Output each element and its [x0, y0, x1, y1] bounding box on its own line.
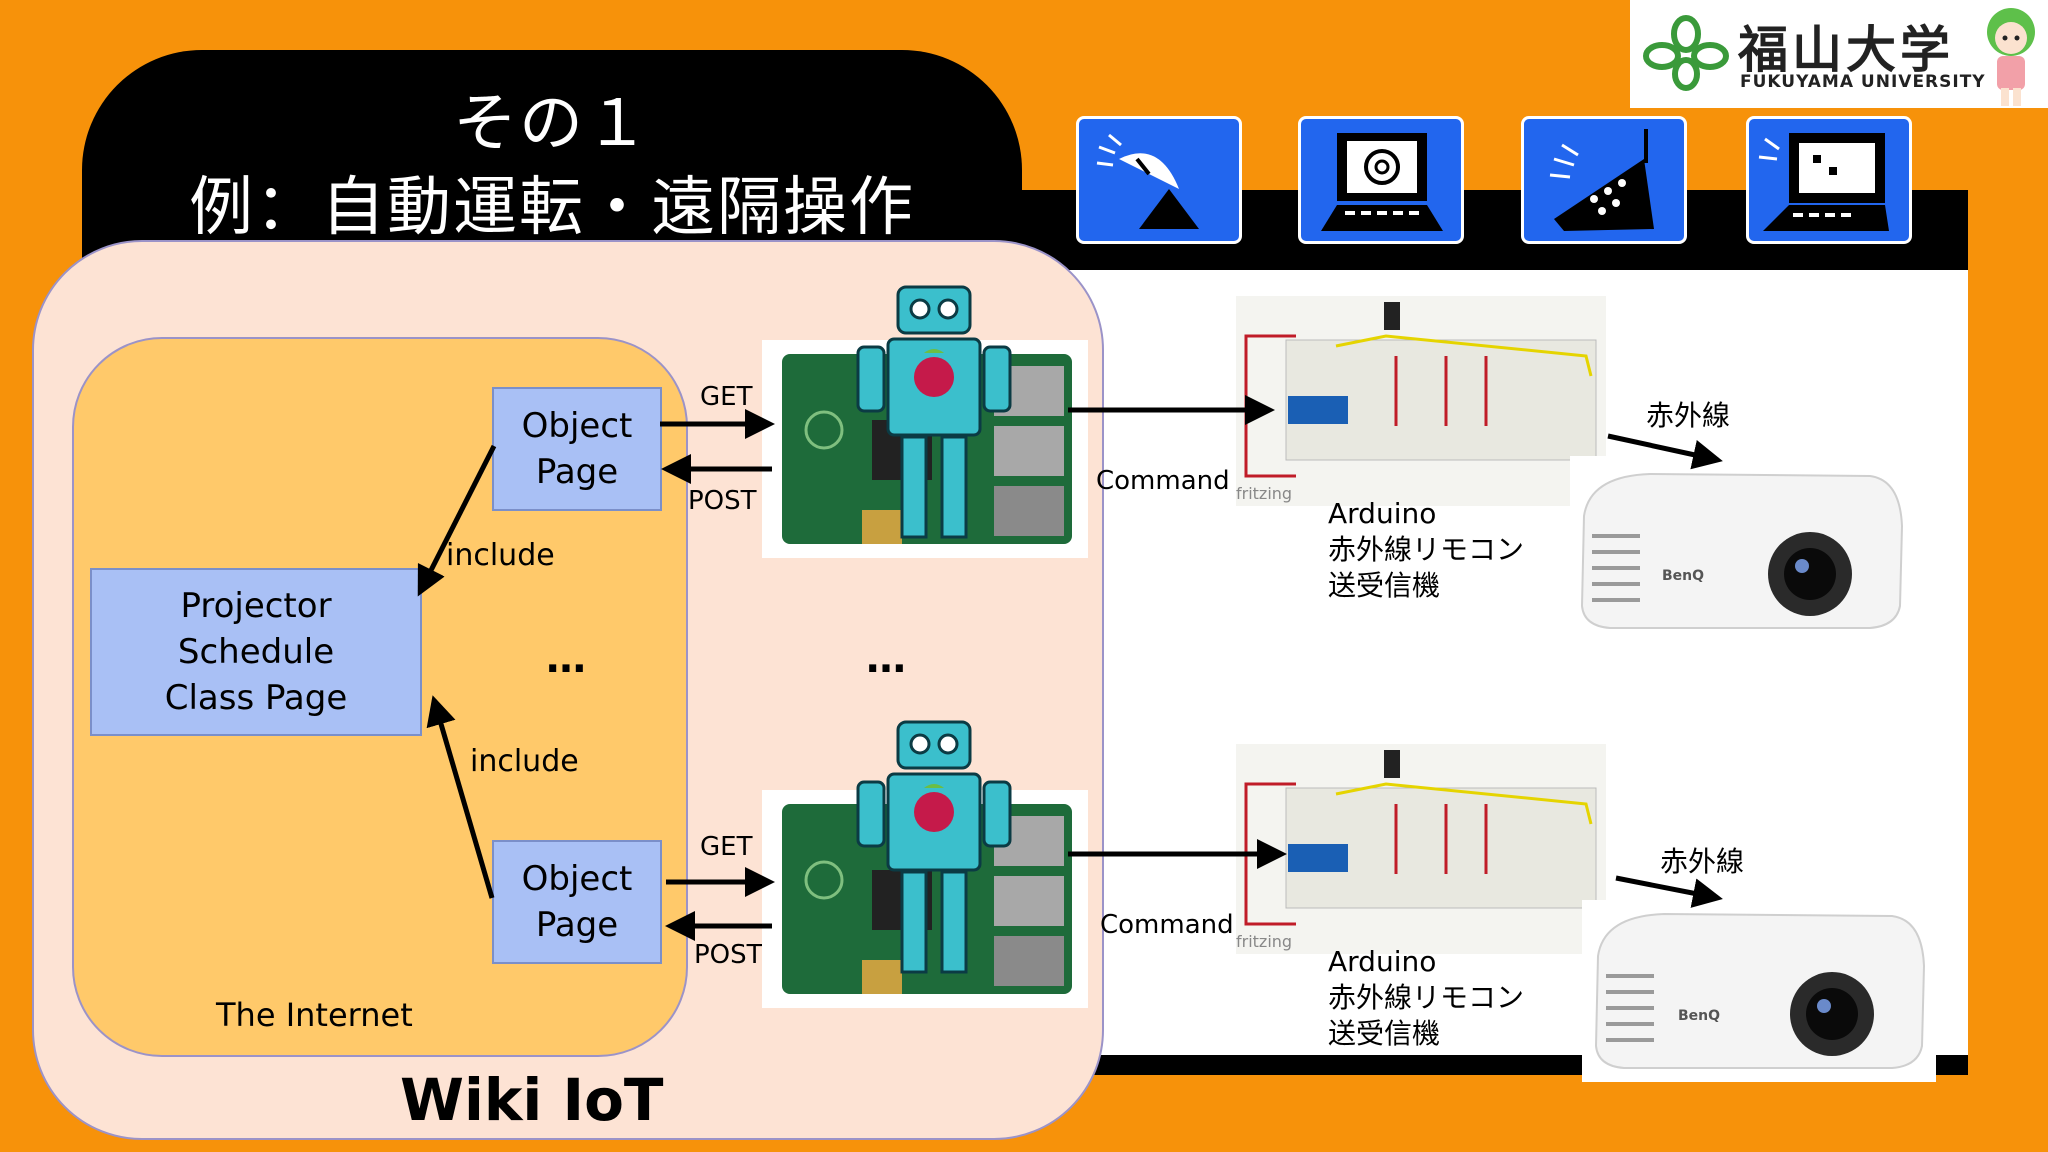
include-arrow-bottom — [426, 695, 495, 899]
projector-top: BenQ — [1570, 456, 1910, 646]
object-page-top-line1: Object — [521, 406, 633, 446]
arduino-top-line3: 送受信機 — [1328, 569, 1441, 602]
infrared-label-bottom: 赤外線 — [1660, 845, 1745, 878]
class-page-line3: Class Page — [164, 678, 348, 718]
flower-logo-icon — [1643, 15, 1729, 91]
projector-brand-top: BenQ — [1662, 568, 1705, 584]
object-page-bottom[interactable]: Object Page — [492, 840, 662, 964]
wiki-iot-label: Wiki IoT — [400, 1066, 664, 1134]
infrared-arrow-top — [1607, 433, 1723, 470]
arduino-top-line2: 赤外線リモコン — [1328, 533, 1525, 566]
arduino-bottom-line3: 送受信機 — [1328, 1017, 1441, 1050]
arduino-top-line1: Arduino — [1328, 497, 1437, 530]
arduino-bottom-line1: Arduino — [1328, 945, 1437, 978]
object-page-top-line2: Page — [535, 452, 619, 492]
satellite-dish-icon — [1076, 116, 1242, 244]
arduino-description-bottom: Arduino 赤外線リモコン 送受信機 — [1328, 944, 1524, 1052]
ellipsis-right: … — [866, 636, 912, 682]
post-label-bottom: POST — [694, 940, 763, 970]
robot-top-icon — [856, 285, 1012, 539]
projector-bottom: BenQ — [1582, 900, 1936, 1082]
desktop-computer-icon — [1746, 116, 1912, 244]
slide-title-line2: 例：自動運転・遠隔操作 — [189, 171, 915, 245]
class-page-line2: Schedule — [177, 632, 335, 672]
infrared-arrow-bottom — [1615, 875, 1723, 908]
logo-subtitle: FUKUYAMA UNIVERSITY — [1740, 72, 1986, 92]
fritzing-label-top: fritzing — [1236, 484, 1293, 503]
include-arrow-top — [417, 444, 497, 597]
arduino-breadboard-top: fritzing — [1236, 296, 1606, 506]
class-page-line1: Projector — [180, 586, 332, 626]
computer-at-icon — [1298, 116, 1464, 244]
projector-schedule-class-page[interactable]: Projector Schedule Class Page — [90, 568, 422, 736]
arduino-description-top: Arduino 赤外線リモコン 送受信機 — [1328, 496, 1524, 604]
internet-label: The Internet — [216, 996, 413, 1034]
object-page-bottom-line2: Page — [535, 905, 619, 945]
arduino-bottom-line2: 赤外線リモコン — [1328, 981, 1525, 1014]
university-logo — [1630, 0, 2048, 108]
object-page-bottom-line1: Object — [521, 859, 633, 899]
logo-name: 福山大学 — [1738, 21, 1954, 79]
mobile-phone-icon — [1521, 116, 1687, 244]
include-label-bottom: include — [470, 744, 579, 779]
object-page-top[interactable]: Object Page — [492, 387, 662, 511]
projector-brand-bottom: BenQ — [1678, 1008, 1721, 1024]
post-label-top: POST — [688, 486, 757, 516]
robot-bottom-icon — [856, 720, 1012, 974]
infrared-label-top: 赤外線 — [1646, 399, 1731, 432]
command-label-top: Command — [1096, 466, 1230, 496]
command-label-bottom: Command — [1100, 910, 1234, 940]
mascot-icon — [1987, 8, 2035, 106]
ellipsis-left: … — [546, 636, 592, 682]
get-label-bottom: GET — [700, 832, 753, 862]
slide-title-line1: その１ — [453, 87, 651, 161]
fritzing-label-bottom: fritzing — [1236, 932, 1293, 951]
include-label-top: include — [446, 538, 555, 573]
get-label-top: GET — [700, 382, 753, 412]
